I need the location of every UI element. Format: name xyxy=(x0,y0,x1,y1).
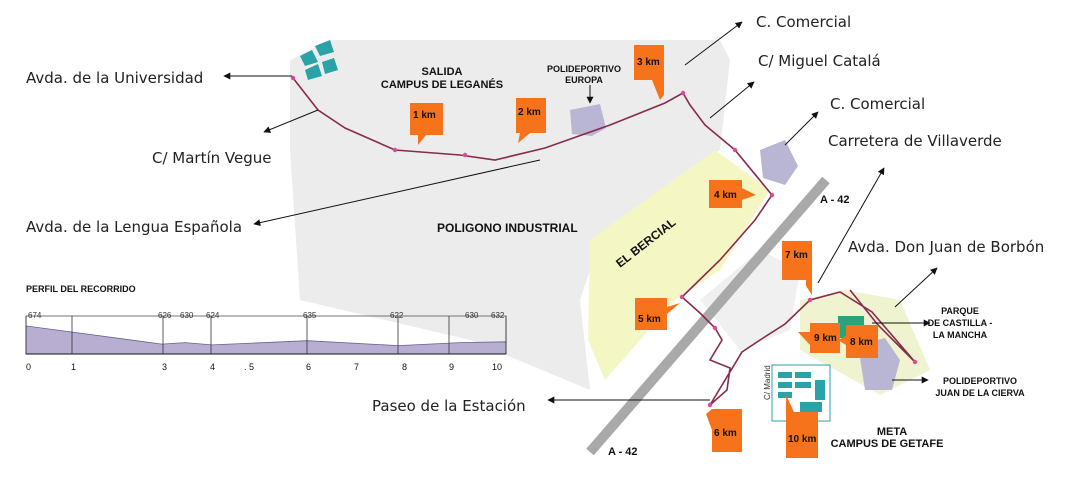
label-parque-2: DE CASTILLA - xyxy=(928,318,993,328)
km-marker-4: 4 km xyxy=(714,190,737,201)
elev-label-626: 626 xyxy=(158,311,172,320)
km-marker-5: 5 km xyxy=(638,314,661,325)
label-a42-bottom: A - 42 xyxy=(608,446,638,458)
label-campus-small: C/ Madrid xyxy=(763,365,772,400)
industrial-zone xyxy=(290,40,730,390)
label-poli-cierva-1: POLIDEPORTIVO xyxy=(943,376,1017,386)
label-miguel-catala: C/ Miguel Catalá xyxy=(758,52,881,70)
label-poli-cierva-2: JUAN DE LA CIERVA xyxy=(935,388,1025,398)
label-avda-lengua: Avda. de la Lengua Española xyxy=(26,218,242,236)
km-marker-2: 2 km xyxy=(518,107,541,118)
km-markers: 1 km 2 km 3 km 4 km 5 km 6 km 7 km 8 km … xyxy=(410,45,878,458)
dist-label-1: 1 xyxy=(71,362,76,372)
km-marker-6: 6 km xyxy=(714,428,737,439)
label-salida: SALIDA xyxy=(422,66,463,78)
label-avda-universidad: Avda. de la Universidad xyxy=(26,69,203,87)
profile-title: PERFIL DEL RECORRIDO xyxy=(26,284,136,294)
direction-arrows xyxy=(223,21,938,404)
km-marker-8: 8 km xyxy=(850,337,873,348)
label-campus-leganes: CAMPUS DE LEGANÉS xyxy=(381,78,503,91)
polideportivo-europa-shape xyxy=(570,104,606,136)
km-marker-9: 9 km xyxy=(814,333,837,344)
label-c-comercial-2: C. Comercial xyxy=(830,95,925,113)
km-marker-3: 3 km xyxy=(637,57,660,68)
route-waypoints xyxy=(290,75,918,408)
label-paseo-estacion: Paseo de la Estación xyxy=(372,397,526,415)
dist-label-9: 9 xyxy=(449,362,454,372)
dist-label-10: 10 xyxy=(492,362,502,372)
label-carretera-villaverde: Carretera de Villaverde xyxy=(828,132,1002,150)
label-poligono-industrial: POLIGONO INDUSTRIAL xyxy=(437,221,578,235)
dist-label-6: 6 xyxy=(306,362,311,372)
dist-label-5: . 5 xyxy=(244,362,254,372)
label-campus-getafe: CAMPUS DE GETAFE xyxy=(831,438,944,450)
label-avda-don-juan: Avda. Don Juan de Borbón xyxy=(848,238,1044,256)
elev-label-632: 632 xyxy=(491,311,505,320)
label-a42-top: A - 42 xyxy=(820,194,850,206)
elev-label-674: 674 xyxy=(28,311,42,320)
elev-label-635: 635 xyxy=(303,311,317,320)
highway-a42 xyxy=(586,176,830,456)
campus-leganes-buildings xyxy=(300,40,338,80)
bercial-shade-zone xyxy=(700,250,800,350)
dist-label-8: 8 xyxy=(402,362,407,372)
dist-label-3: 3 xyxy=(162,362,167,372)
dist-label-0: 0 xyxy=(26,362,31,372)
dist-label-7: 7 xyxy=(354,362,359,372)
elev-label-624: 624 xyxy=(206,311,220,320)
label-meta: META xyxy=(877,426,907,438)
label-c-comercial-1: C. Comercial xyxy=(756,13,851,31)
profile-ticks xyxy=(25,316,507,354)
label-parque-3: LA MANCHA xyxy=(933,330,988,340)
dist-label-4: 4 xyxy=(210,362,215,372)
label-polideportivo-europa-1: POLIDEPORTIVO xyxy=(547,64,621,74)
label-martin-vegue: C/ Martín Vegue xyxy=(152,149,272,167)
km-marker-7: 7 km xyxy=(785,250,808,261)
elevation-profile: PERFIL DEL RECORRIDO 674 626 630 624 635… xyxy=(25,284,507,372)
label-polideportivo-europa-2: EUROPA xyxy=(565,75,603,85)
km-marker-1: 1 km xyxy=(413,110,436,121)
elev-label-630b: 630 xyxy=(465,311,479,320)
label-parque-1: PARQUE xyxy=(941,306,979,316)
km-marker-10: 10 km xyxy=(788,434,816,445)
c-comercial-shape xyxy=(760,140,798,185)
elev-label-630: 630 xyxy=(180,311,194,320)
elev-label-622: 622 xyxy=(390,311,404,320)
